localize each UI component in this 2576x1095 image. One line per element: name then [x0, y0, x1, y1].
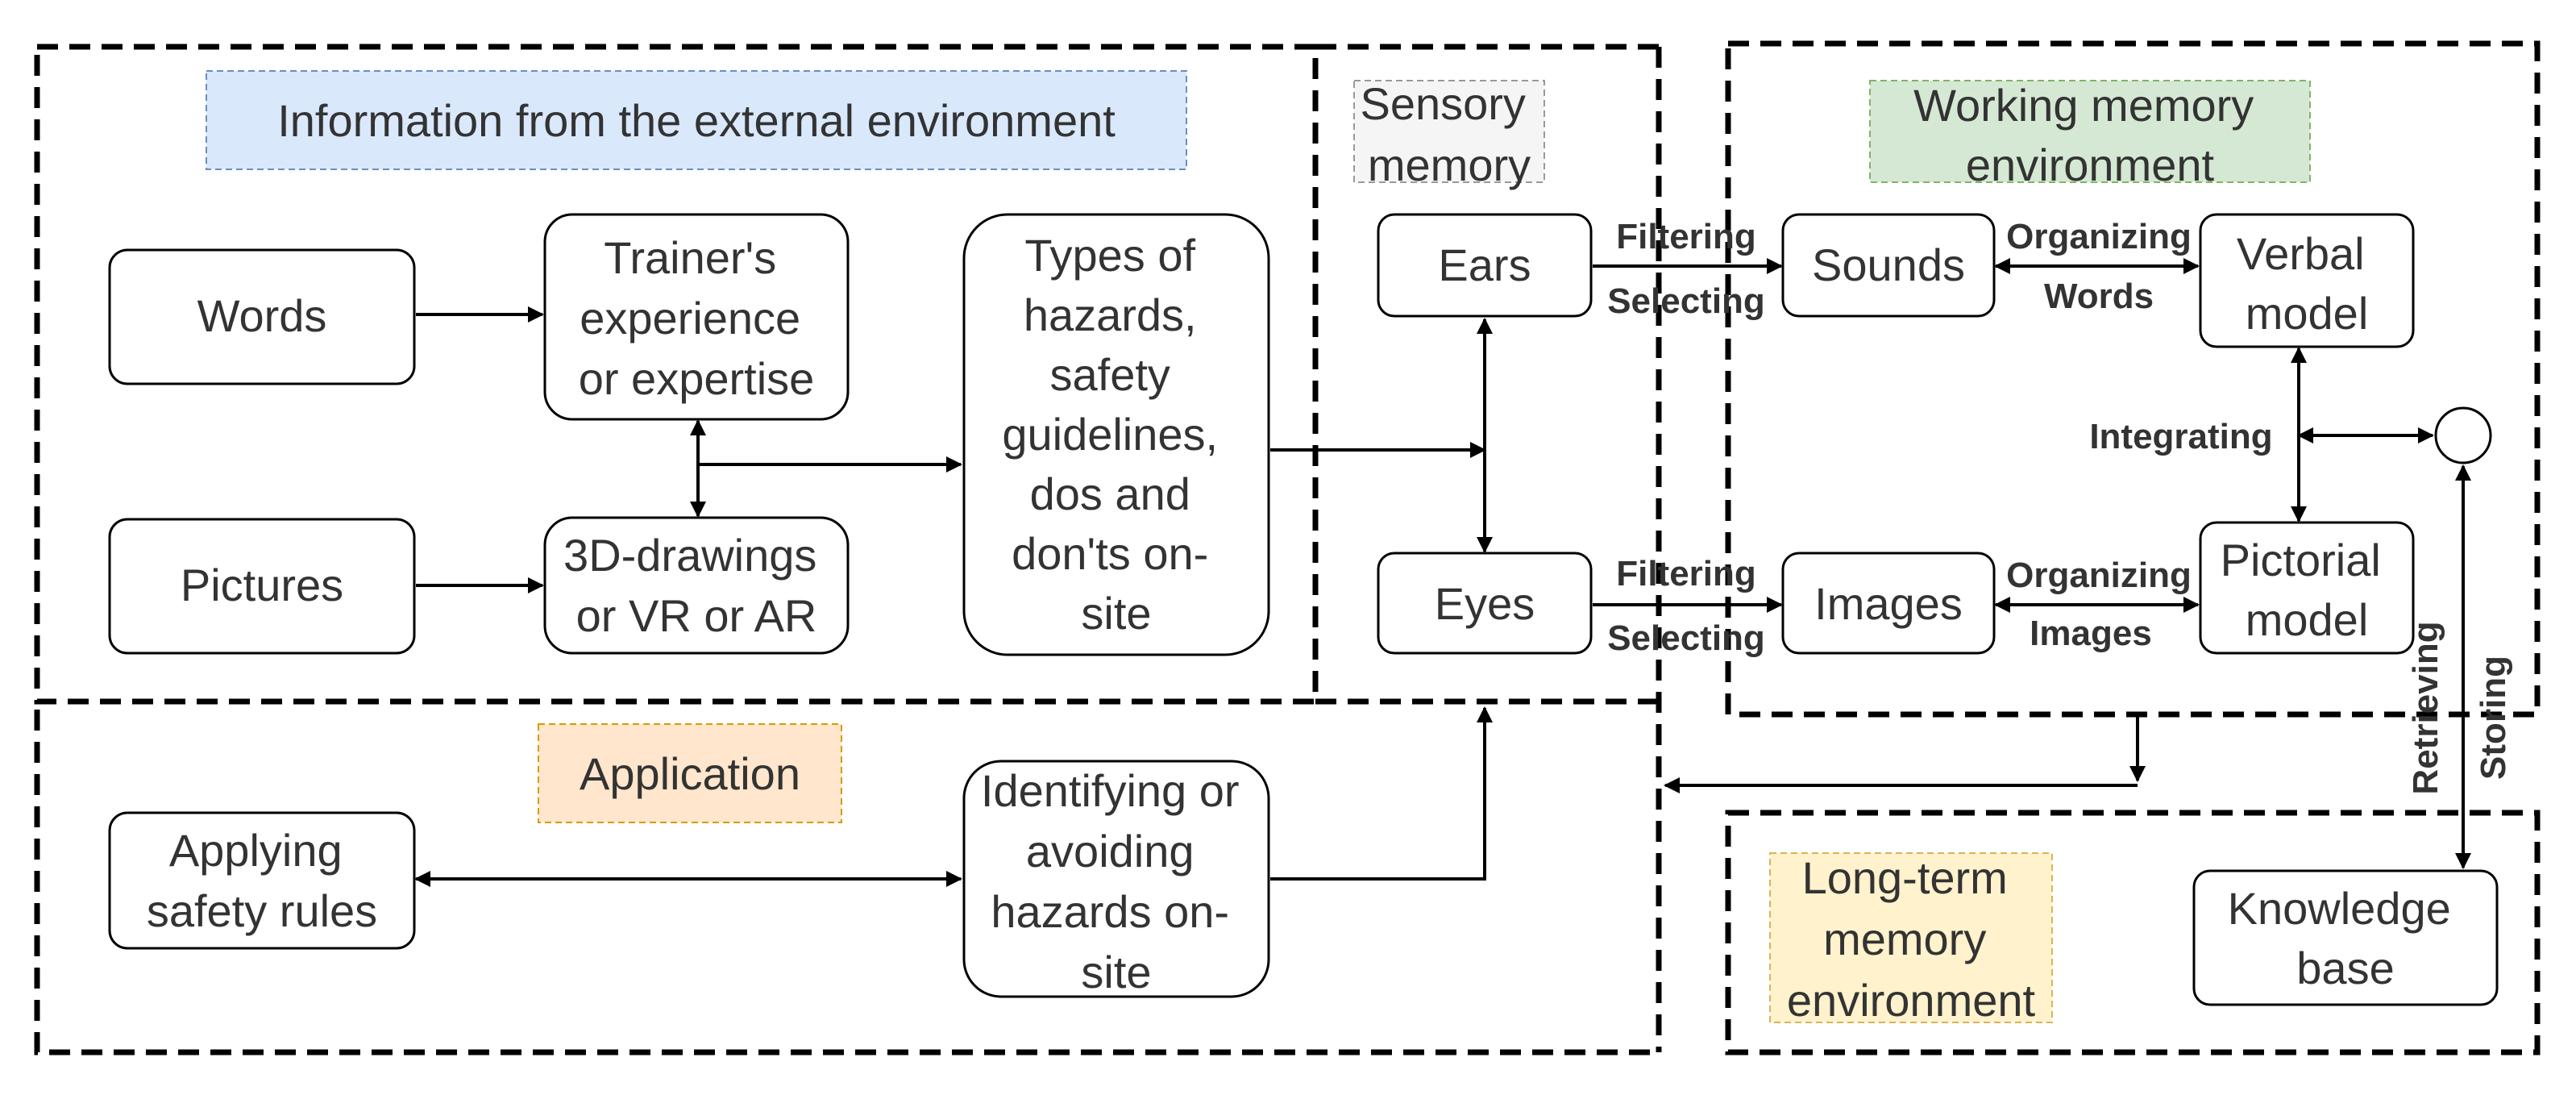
node-line: model [2246, 594, 2369, 645]
node-line: Types of [1024, 230, 1195, 281]
eyes-text: Eyes [1435, 578, 1535, 629]
node-line: site [1081, 947, 1151, 997]
node-line: Verbal [2237, 228, 2365, 279]
node-line: Eyes [1435, 578, 1535, 629]
images-edge-label: Images [2030, 614, 2152, 653]
integration-node [2434, 406, 2492, 464]
node-line: safety [1050, 349, 1170, 400]
knowledge-base-text: Knowledge base [2228, 883, 2464, 993]
working-memory-title-text: Working memory environment [1913, 80, 2266, 190]
node-line: site [1081, 588, 1151, 639]
storing-label: Storing [2474, 656, 2513, 780]
hazards-node: Types of hazards, safety guidelines, dos… [962, 213, 1270, 656]
pictures-text: Pictures [181, 560, 343, 610]
node-line: Images [1814, 578, 1963, 629]
connectors [414, 258, 2471, 887]
pictorial-model-node: Pictorial model [2199, 521, 2415, 655]
pictorial-model-text: Pictorial model [2221, 535, 2394, 645]
filtering-label-bottom: Filtering [1616, 554, 1756, 593]
words-text: Words [197, 290, 327, 341]
sensory-memory-title: Sensory memory [1353, 78, 1545, 190]
applying-node: Applying safety rules [108, 811, 416, 950]
pictures-node: Pictures [108, 518, 416, 655]
images-node: Images [1781, 552, 1996, 655]
node-line: or VR or AR [576, 590, 817, 641]
eyes-node: Eyes [1377, 552, 1593, 655]
application-title-text: Application [580, 748, 800, 799]
title-line: environment [1787, 975, 2036, 1026]
sounds-text: Sounds [1812, 239, 1965, 290]
integrating-label: Integrating [2089, 417, 2272, 456]
filtering-label-top: Filtering [1616, 217, 1756, 256]
working-memory-title: Working memory environment [1869, 80, 2311, 190]
retrieving-label: Retrieving [2406, 621, 2445, 794]
node-line: Sounds [1812, 239, 1965, 290]
identifying-text: Identifying or avoiding hazards on- site [981, 765, 1252, 997]
images-text: Images [1814, 578, 1963, 629]
title-line: environment [1966, 139, 2215, 190]
trainer-text: Trainer's experience or expertise [579, 232, 815, 404]
sounds-node: Sounds [1781, 213, 1996, 318]
node-line: Knowledge [2228, 883, 2451, 934]
node-line: hazards, [1024, 289, 1197, 340]
node-line: base [2296, 943, 2394, 993]
title-line: memory [1823, 914, 1986, 964]
knowledge-base-node: Knowledge base [2192, 869, 2499, 1006]
title-line: Long-term [1802, 852, 2008, 903]
long-term-memory-region [1725, 810, 2541, 1055]
long-term-memory-title-text: Long-term memory environment [1787, 852, 2036, 1026]
node-line: 3D-drawings [563, 530, 816, 581]
node-line: Pictorial [2221, 535, 2381, 585]
drawings-text: 3D-drawings or VR or AR [563, 530, 829, 641]
verbal-model-node: Verbal model [2199, 213, 2415, 348]
applying-text: Applying safety rules [147, 825, 377, 936]
trainer-node: Trainer's experience or expertise [543, 213, 850, 421]
node-line: Applying [169, 825, 343, 876]
external-environment-region [34, 44, 1319, 705]
node-line: hazards on- [991, 886, 1229, 937]
node-line: Pictures [181, 560, 343, 610]
node-line: avoiding [1026, 826, 1195, 876]
words-node: Words [108, 248, 416, 385]
application-title: Application [538, 723, 842, 823]
organizing-label-top: Organizing [2006, 217, 2192, 256]
external-environment-title: Information from the external environmen… [206, 70, 1187, 170]
identifying-to-sensory-arrow [1270, 706, 1493, 881]
node-line: experience [580, 293, 800, 343]
sensory-memory-title-text: Sensory memory [1361, 78, 1539, 190]
application-region [34, 710, 1659, 1055]
title-line: memory [1368, 139, 1531, 190]
drawings-node: 3D-drawings or VR or AR [543, 516, 850, 655]
ears-text: Ears [1438, 239, 1531, 290]
ears-node: Ears [1377, 213, 1593, 318]
organizing-label-bottom: Organizing [2006, 556, 2192, 595]
node-line: or expertise [579, 353, 815, 404]
node-line: Words [197, 290, 327, 341]
title-line: Sensory [1361, 78, 1526, 129]
node-line: safety rules [147, 885, 377, 936]
node-line: Trainer's [604, 232, 776, 283]
node-line: Ears [1438, 239, 1531, 290]
identifying-node: Identifying or avoiding hazards on- site [962, 760, 1270, 998]
node-line: don'ts on- [1012, 528, 1208, 579]
node-line: Identifying or [981, 765, 1240, 816]
hazards-text: Types of hazards, safety guidelines, dos… [1002, 230, 1230, 639]
verbal-model-text: Verbal model [2237, 228, 2377, 339]
node-line: model [2246, 288, 2369, 339]
node-line: dos and [1030, 468, 1190, 519]
title-line: Working memory [1913, 80, 2254, 131]
long-term-memory-title: Long-term memory environment [1769, 852, 2053, 1026]
words-edge-label: Words [2044, 277, 2154, 316]
selecting-label-top: Selecting [1607, 281, 1765, 321]
selecting-label-bottom: Selecting [1607, 618, 1765, 658]
external-environment-title-text: Information from the external environmen… [277, 95, 1116, 146]
node-line: guidelines, [1002, 409, 1218, 460]
